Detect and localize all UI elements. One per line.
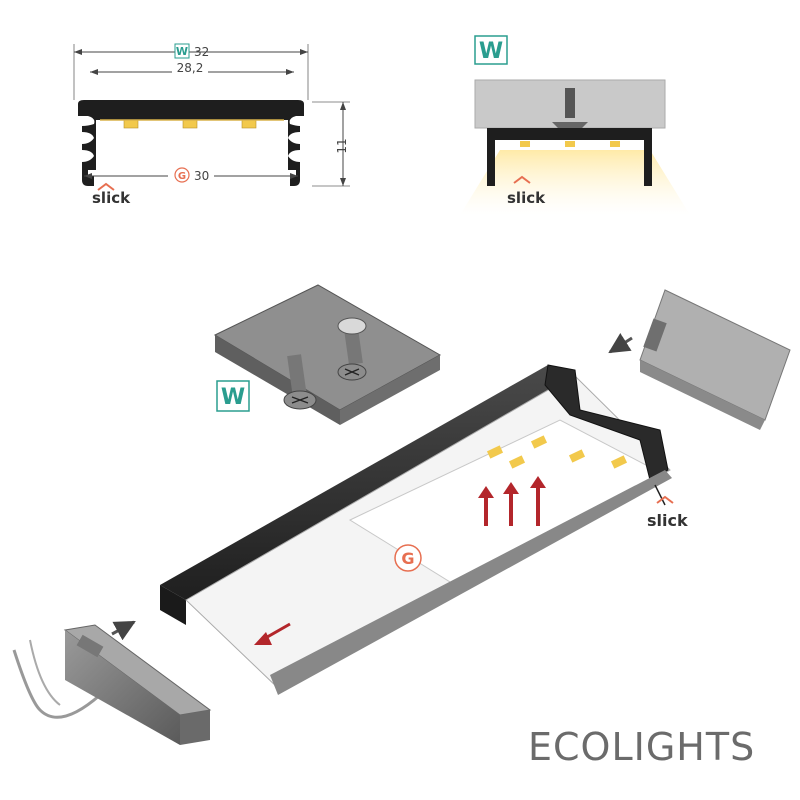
mount-screw: [565, 88, 575, 118]
light-beam: [460, 150, 690, 215]
arrow-left-cap: [111, 620, 136, 641]
screw-icon: [283, 354, 317, 410]
ecolights-logo: ECOLIGHTS: [528, 725, 755, 769]
w-badge-small-letter: W: [176, 45, 188, 58]
g-badge-small-letter: G: [178, 171, 186, 182]
led-chip: [182, 119, 198, 129]
slick-logo-text: slick: [92, 189, 131, 207]
dim-base-label: 30: [194, 169, 209, 183]
dim-total-label: 32: [194, 45, 209, 59]
mount-profile: [487, 128, 652, 186]
end-cap-right: [639, 289, 791, 430]
slick-logo-profile-text: slick: [647, 511, 688, 530]
dim-inner-label: 28,2: [177, 61, 204, 75]
led-chip: [241, 119, 257, 129]
w-badge-clip: [216, 380, 250, 412]
arrow-right-cap: [608, 332, 633, 354]
dim-height-label: 11: [335, 138, 349, 153]
mounting-clip: [213, 284, 442, 425]
insert-arrows: [254, 476, 546, 645]
w-badge-mount: [474, 35, 508, 65]
g-badge-large: [394, 544, 422, 572]
g-badge-small: [174, 167, 190, 183]
ecolights-logo-text: ECOLIGHTS: [528, 725, 755, 769]
w-badge-mount-letter: W: [479, 39, 503, 64]
screw-icon: [337, 317, 367, 381]
end-cap-left: [12, 624, 212, 745]
led-strip: [486, 435, 628, 469]
w-badge-clip-letter: W: [221, 385, 245, 410]
g-badge-large-letter: G: [401, 549, 414, 568]
wall-mount-diagram: W slick: [460, 35, 690, 215]
profile-section-shape: [78, 100, 304, 186]
cross-section-diagram: W 32 28,2 G 30 11 slick: [73, 43, 350, 207]
led-chip: [123, 119, 139, 129]
slick-logo-mark: [97, 182, 115, 191]
slick-logo-mount-text: slick: [507, 189, 546, 207]
main-profile: [160, 364, 672, 695]
w-badge-small: [174, 43, 190, 59]
